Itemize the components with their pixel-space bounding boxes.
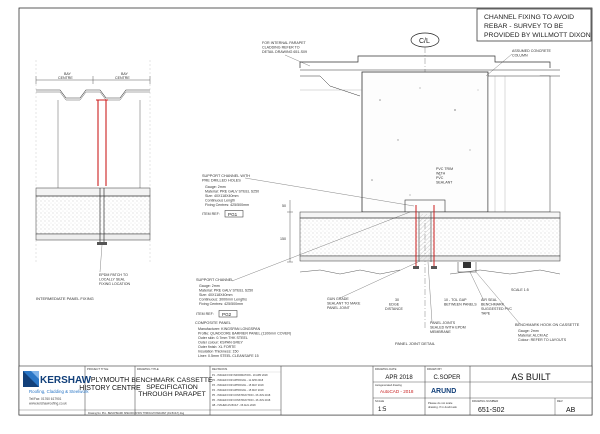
drawing-title-line-3: THROUGH PARAPET <box>138 391 205 398</box>
rev-label: REV <box>557 399 563 403</box>
note-line-2: REBAR - SURVEY TO BE <box>484 23 564 30</box>
drawn-by-label: DRAWN BY <box>427 367 442 371</box>
revision-row: P6 - ISSUED FOR CONSTRUCTION - 26 JUN 20… <box>212 399 271 402</box>
drawing-number: 651-S02 <box>478 407 505 414</box>
red-support-channel <box>96 99 108 186</box>
detail-scale: SCALE 1:5 <box>511 288 529 292</box>
support-channel-items: Gauge: 2mm Material: PRE GALV STEEL S250… <box>199 284 254 306</box>
composite-panel-items: Manufacturer: KINGSPAN LONGSPAN Profile:… <box>198 327 292 358</box>
drawing-date: APR 2018 <box>385 375 413 381</box>
company-contact: Tel/Fax: 01760 617901 www.kershawroofing… <box>29 397 67 406</box>
centreline-label: C/L <box>419 38 430 45</box>
concrete-column <box>361 71 489 213</box>
scale-label: SCALE <box>375 399 384 403</box>
revision-row: P3 - ISSUED FOR APPROVAL - 15 MAY 2018 <box>212 384 264 387</box>
edge-distance-note: 30 EDGE DISTANCE <box>385 298 404 311</box>
internal-parapet-note: FOR INTERNAL PARAPET CLADDING REFER TO D… <box>262 41 307 54</box>
joints-sealed-note: PANEL JOINTS SEALED WITH EPDM MEMBRANE <box>430 321 467 334</box>
drawing-rev: AB <box>566 407 576 414</box>
support-channel-title: SUPPORT CHANNEL <box>196 278 233 282</box>
note-box: CHANNEL FIXING TO AVOID REBAR - SURVEY T… <box>476 8 592 42</box>
kershaw-logo-mark <box>23 371 39 387</box>
air-seal-note: AIR SEAL BENCHMARK SUGGESTED PVC TAPE <box>481 298 513 316</box>
drawing-number-label: DRAWING NUMBER <box>472 399 498 403</box>
epdm-note: EPDM PATCH TO LOCALLY SEAL FIXING LOCATI… <box>99 273 130 286</box>
support-channel-ref-label: ITEM REF: <box>196 312 214 316</box>
gun-grade-note: GUN GRADE SEALANT TO MAKE PANEL JOINT <box>327 297 361 310</box>
composite-panel-title: COMPOSITE PANEL <box>195 321 231 325</box>
no-scale-note: Please do not scale drawing. If in doubt… <box>428 401 457 409</box>
dimension-150: 150 <box>280 237 286 241</box>
drawing-scale: 1:5 <box>378 407 387 413</box>
note-line-3: PROVIDED BY WILLMOTT DIXON <box>484 32 591 39</box>
drawing-date-label: DRAWING DATE <box>375 367 397 371</box>
arund-logo: ARUND <box>431 388 456 395</box>
support-drilled-title: SUPPORT CHANNEL WITH PRE DRILLED HOLES <box>202 174 251 183</box>
revision-row: P5 - ISSUED FOR CONSTRUCTION - 06 JUN 20… <box>212 394 271 397</box>
pvc-trim-note: PVC TRIM WITH PVC SEALANT <box>436 167 454 185</box>
support-channel-ref-code: PG2 <box>222 312 232 317</box>
support-drilled-ref-code: PG1 <box>228 212 238 217</box>
title-block: KERSHAW Roofing, Cladding & Steelwork Te… <box>18 365 593 416</box>
company-sub: Roofing, Cladding & Steelwork <box>29 389 89 394</box>
revisions-label: REVISIONS <box>212 367 227 371</box>
panel-joint-detail: C/L <box>280 32 561 346</box>
project-title-label: PROJECT TITLE <box>87 367 108 371</box>
project-title-line-1: PLYMOUTH <box>91 377 129 384</box>
dimension-50: 50 <box>282 204 286 208</box>
note-line-1: CHANNEL FIXING TO AVOID <box>484 14 574 21</box>
revision-row: P4 - ISSUED FOR APPROVAL - 15 MAY 2018 <box>212 389 264 392</box>
drawn-by: C.SOPER <box>433 375 461 381</box>
drawing-title-line-1: BENCHMARK CASSETTE <box>131 377 213 384</box>
rc-column-note: ASSUMED CONCRETE COLUMN <box>512 49 552 58</box>
annotations: FOR INTERNAL PARAPET CLADDING REFER TO D… <box>195 41 580 358</box>
revision-row: P1 - ISSUED FOR INFORMATION - 19 APR 201… <box>212 374 268 377</box>
panel-joint-title: PANEL JOINT DETAIL <box>395 341 436 346</box>
drawing-title-label: DRAWING TITLE <box>137 367 159 371</box>
gap-note: 10 - TOL GAP BETWEEN PANELS <box>444 298 477 307</box>
support-drilled-items: Gauge: 2mm Material: PRE GALV STEEL S250… <box>205 185 260 207</box>
hook-note-items: Gauge: 2mm Material: ALCM AZ Colour: REF… <box>518 329 567 342</box>
revision-row: P2 - ISSUED FOR APPROVAL - 11 APR 2018 <box>212 379 264 382</box>
hook-note-title: BENCHMARK HOOK ON CASSETTE <box>515 323 580 327</box>
drawing-status: AS BUILT <box>511 372 551 382</box>
autocad-version: AutoCAD - 2018 <box>380 389 414 394</box>
revision-list: P1 - ISSUED FOR INFORMATION - 19 APR 201… <box>210 371 281 407</box>
intermediate-panel-title: INTERMEDIATE PANEL FIXING <box>36 296 94 301</box>
footer-path: Drawing No: 651 - BENCHMARK SPECIFICATIO… <box>88 412 185 415</box>
company-name: KERSHAW <box>40 375 92 386</box>
support-drilled-ref-label: ITEM REF: <box>202 212 220 216</box>
project-title-line-2: HISTORY CENTRE <box>79 385 141 392</box>
drawing-title-line-2: SPECIFICATION <box>146 384 198 391</box>
revision-row: AB - ISSUED AS BUILT - 06 AUG 2018 <box>212 404 256 407</box>
software-label: Autogenerated drawing <box>375 383 402 387</box>
